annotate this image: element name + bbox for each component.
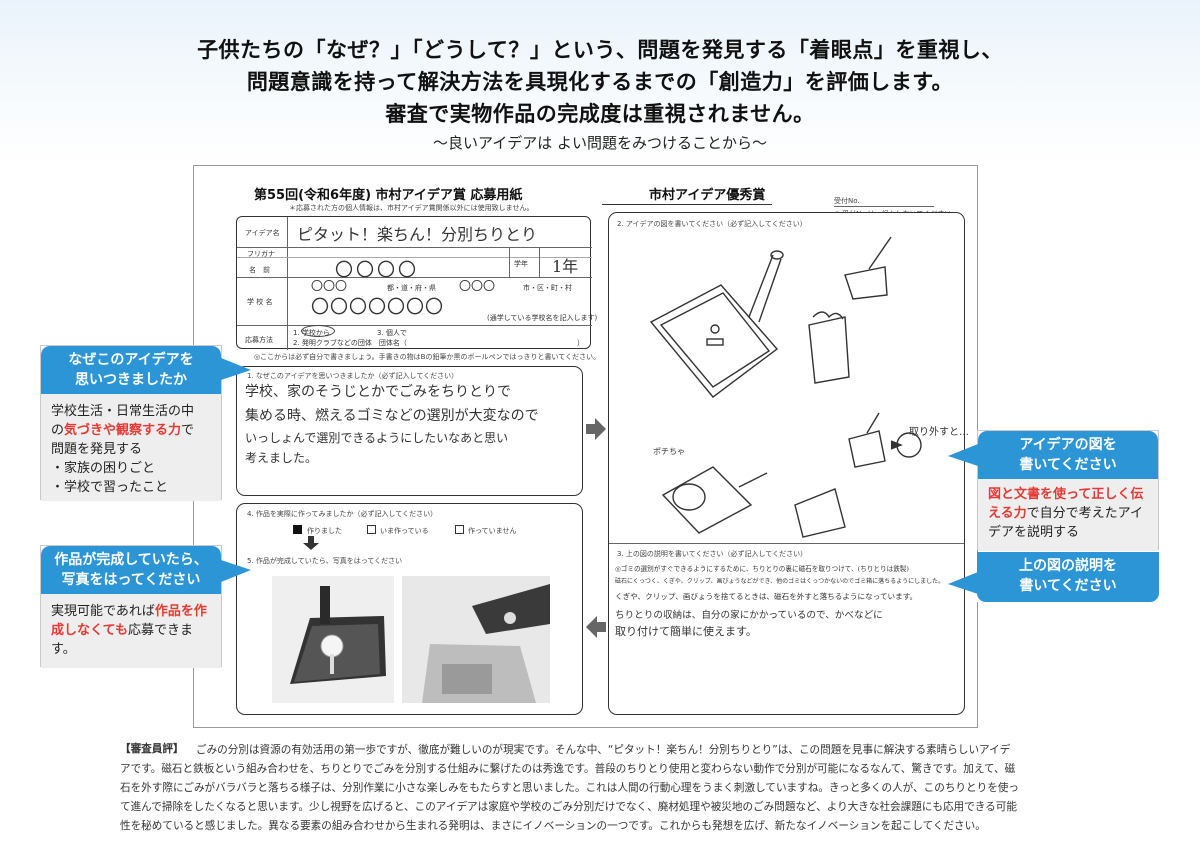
school-label: 学 校 名 [247, 298, 273, 306]
callout-explain-title: 上の図の説明を 書いてください [977, 552, 1159, 602]
method-option-group[interactable]: 2. 発明クラブなどの団体 団体名（ [293, 339, 407, 347]
dustpan-detail-photo-icon [402, 576, 550, 703]
privacy-note: ＊応募された方の個人情報は、市村アイデア賞関係以外には使用致しません。 [289, 204, 534, 212]
q1-answer-line: いっしょんで選別できるようにしたいなあと思い [245, 431, 509, 445]
callout-why-title: なぜこのアイデアを 思いつきましたか [41, 346, 221, 394]
callout-figure-title: アイデアの図を 書いてください [978, 431, 1158, 479]
dustpan-photo-icon [272, 576, 394, 703]
callout-photo-pointer [221, 560, 251, 582]
q4-option-not-made: 作っていません [468, 527, 517, 535]
method-group-close: ） [577, 339, 584, 347]
furigana-label: フリガナ [247, 250, 275, 258]
prefecture-suffix: 都・道・府・県 [387, 284, 436, 292]
idea-drawing-icon [649, 236, 922, 538]
entry-table: アイデア名 ピタット！楽ちん！分別ちりとり フリガナ 名 前 〇〇〇〇 学年 1… [236, 216, 597, 350]
grade-value[interactable]: 1年 [552, 257, 579, 276]
grade-label: 学年 [514, 260, 528, 268]
q4-checkbox[interactable] [367, 525, 376, 534]
q4-checkbox[interactable] [455, 525, 464, 534]
callout-figure-body: 図と文書を使って正しく伝える力で自分で考えたアイデアを説明する [978, 479, 1158, 551]
method-option-individual[interactable]: 3. 個人で [377, 329, 407, 337]
drawing-note-2: 取り外すと… [909, 427, 969, 438]
q4-down-arrow-icon [303, 536, 319, 550]
q1-answer-line: 集める時、燃えるゴミなどの選別が大変なので [245, 408, 539, 424]
name-value[interactable]: 〇〇〇〇 [335, 260, 419, 281]
callout-photo-title: 作品が完成していたら、 写真をはってください [41, 546, 221, 594]
callout-why-pointer [221, 358, 251, 380]
school-note: (通学している学校名を記入します) [487, 314, 598, 322]
application-form-sheet: 第55回(令和6年度) 市村アイデア賞 応募用紙 ＊応募された方の個人情報は、市… [193, 165, 978, 728]
q1-box: 1. なぜこのアイデアを思いつきましたか（必ず記入してください） 学校、家のそう… [236, 366, 583, 496]
review-text: ごみの分別は資源の有効活用の第一歩ですが、徹底が難しいのが現実です。そんな中、“… [120, 744, 1019, 832]
q4-label: 4. 作品を実際に作ってみましたか（必ず記入してください） [247, 510, 438, 518]
idea-name-value[interactable]: ピタット！楽ちん！分別ちりとり [297, 225, 538, 244]
school-value[interactable]: 〇〇〇〇〇〇〇 [311, 297, 444, 318]
callout-figure: アイデアの図を 書いてください 図と文書を使って正しく伝える力で自分で考えたアイ… [977, 430, 1159, 551]
method-label: 応募方法 [245, 336, 273, 344]
form-title: 第55回(令和6年度) 市村アイデア賞 応募用紙 [254, 188, 523, 203]
award-title: 市村アイデア優秀賞 [649, 188, 766, 203]
q3-answer-line: ◎ゴミの選別がすぐできるようにするために、ちりとりの裏に磁石を取りつけて、(ちり… [615, 565, 909, 573]
callout-why-body: 学校生活・日常生活の中 の気づきや観察する力で 問題を発見する ・家族の困りごと… [41, 394, 221, 501]
callout-why: なぜこのアイデアを 思いつきましたか 学校生活・日常生活の中 の気づきや観察する… [40, 345, 222, 501]
q4-q5-box: 4. 作品を実際に作ってみましたか（必ず記入してください） 作りました いま作っ… [236, 503, 583, 715]
method-selected-circle [301, 325, 335, 337]
q1-answer-line: 考えました。 [245, 451, 318, 465]
q3-answer-line: くぎや、クリップ、画びょうを捨てるときは、磁石を外すと落ちるようになっています。 [615, 592, 918, 601]
q3-answer-line: 磁石にくっつく、くぎや、クリップ、画びょうなどができ、他のゴミはくっつかないので… [615, 578, 945, 585]
callout-figure-pointer [948, 444, 978, 466]
award-title-underline [602, 204, 772, 205]
callout-photo: 作品が完成していたら、 写真をはってください 実現可能であれば作品を作成しなくて… [40, 545, 222, 668]
arrow-right-icon [586, 418, 606, 440]
handwriting-note: ◎ここからは必ず自分で書きましょう。手書きの物はBの鉛筆か黒のボールペンではっき… [254, 353, 601, 361]
city-value[interactable]: 〇〇〇 [459, 279, 496, 293]
callout-explain-pointer [948, 572, 978, 594]
q2-label: 2. アイデアの図を書いてください（必ず記入してください） [617, 220, 807, 228]
q4-option-making: いま作っている [380, 527, 429, 535]
product-photo-1 [272, 576, 394, 703]
header-band [0, 0, 1200, 165]
q5-label: 5. 作品が完成していたら、写真をはってください [247, 557, 403, 565]
headline-line-2: 問題意識を持って解決方法を具現化するまでの「創造力」を評価します。 [246, 70, 954, 94]
name-label: 名 前 [249, 266, 270, 274]
receipt-line [834, 206, 934, 207]
headline-line-1: 子供たちの「なぜ？」「どうして？」という、問題を発見する「着眼点」を重視し、 [197, 38, 1003, 62]
q1-answer-line: 学校、家のそうじとかでごみをちりとりで [245, 384, 511, 400]
drawing-note-1: ポチちゃ [653, 447, 685, 456]
receipt-label: 受付No. [834, 197, 860, 205]
q1-label: 1. なぜこのアイデアを思いつきましたか（必ず記入してください） [247, 372, 459, 380]
q4-option-made: 作りました [307, 527, 342, 535]
q3-label: 3. 上の図の説明を書いてください（必ず記入してください） [617, 550, 808, 558]
city-suffix: 市・区・町・村 [523, 284, 572, 292]
arrow-left-icon [586, 616, 606, 638]
header-subtitle: 〜良いアイデアは よい問題をみつけることから〜 [432, 134, 768, 152]
q2-q3-box: 2. アイデアの図を書いてください（必ず記入してください） [608, 212, 969, 715]
review-label: 【審査員評】 [120, 743, 184, 755]
callout-explain: 上の図の説明を 書いてください [977, 552, 1159, 602]
callout-photo-body: 実現可能であれば作品を作成しなくても応募できます。 [41, 594, 221, 668]
idea-name-label: アイデア名 [245, 229, 280, 237]
prefecture-value[interactable]: 〇〇〇 [311, 279, 348, 293]
q4-checkbox-checked[interactable] [293, 525, 302, 534]
q3-answer-line: ちりとりの収納は、自分の家にかかっているので、かべなどに [615, 610, 883, 621]
headline-line-3: 審査で実物作品の完成度は重視されません。 [385, 102, 815, 126]
product-photo-2 [402, 576, 550, 703]
q3-answer-line: 取り付けて簡単に使えます。 [615, 625, 757, 638]
